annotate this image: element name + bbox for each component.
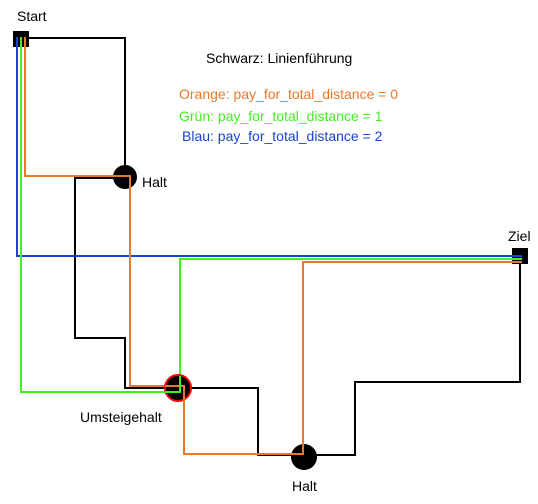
legend-blue: Blau: pay_for_total_distance = 2: [182, 128, 383, 144]
halt-upper-label: Halt: [142, 174, 167, 190]
ziel-station-stripe-orange: [512, 261, 522, 263]
start-station-stripe-blue: [16, 37, 18, 47]
start-label: Start: [17, 8, 47, 24]
legend-orange: Orange: pay_for_total_distance = 0: [179, 86, 399, 102]
start-station-stripe-orange: [24, 37, 26, 47]
umsteigehalt-orange-overlay: [165, 385, 185, 401]
ziel-station-stripe-green: [512, 258, 522, 260]
halt-lower-label: Halt: [292, 478, 317, 494]
halt-lower-orange-overlay: [291, 444, 304, 455]
legend-green: Grün: pay_for_total_distance = 1: [179, 108, 383, 124]
start-station-stripe-green: [20, 37, 22, 47]
ziel-station-stripe-blue: [512, 255, 522, 257]
blue-route: [16, 44, 520, 257]
halt-upper-orange-overlay: [113, 175, 131, 189]
umsteigehalt-marker: [164, 374, 192, 402]
legend-black: Schwarz: Linienführung: [206, 50, 353, 66]
halt-lower-marker: [291, 444, 317, 470]
ziel-label: Ziel: [508, 228, 531, 244]
umsteigehalt-label: Umsteigehalt: [80, 409, 162, 425]
umsteigehalt-green-overlay: [165, 376, 181, 393]
